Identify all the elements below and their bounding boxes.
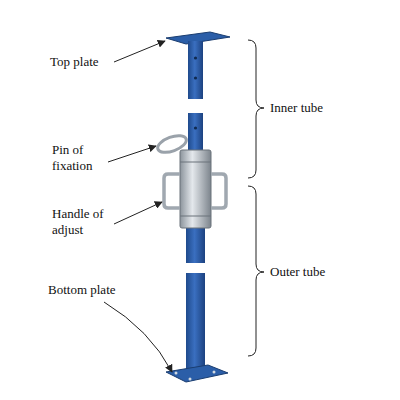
part-label: Top plate [50, 54, 120, 70]
range-label: Inner tube [270, 100, 370, 116]
leader-arrow [114, 202, 162, 224]
inner-tube [188, 41, 203, 99]
part-label: Handle of adjust [52, 206, 114, 238]
adjust-collar [180, 150, 211, 228]
leader-arrow [104, 302, 172, 372]
bottom-plate [166, 365, 228, 382]
part-label: Pin of fixation [52, 142, 106, 174]
range-bracket [248, 186, 264, 356]
outer-tube [186, 225, 205, 263]
part-label: Bottom plate [48, 282, 138, 298]
leader-arrow [114, 41, 165, 62]
leader-arrow [108, 146, 156, 162]
outer-tube [186, 273, 205, 371]
range-bracket [248, 40, 264, 178]
inner-tube [188, 113, 203, 153]
range-label: Outer tube [270, 264, 370, 280]
adjust-handle [211, 174, 226, 208]
adjust-handle [164, 174, 180, 208]
